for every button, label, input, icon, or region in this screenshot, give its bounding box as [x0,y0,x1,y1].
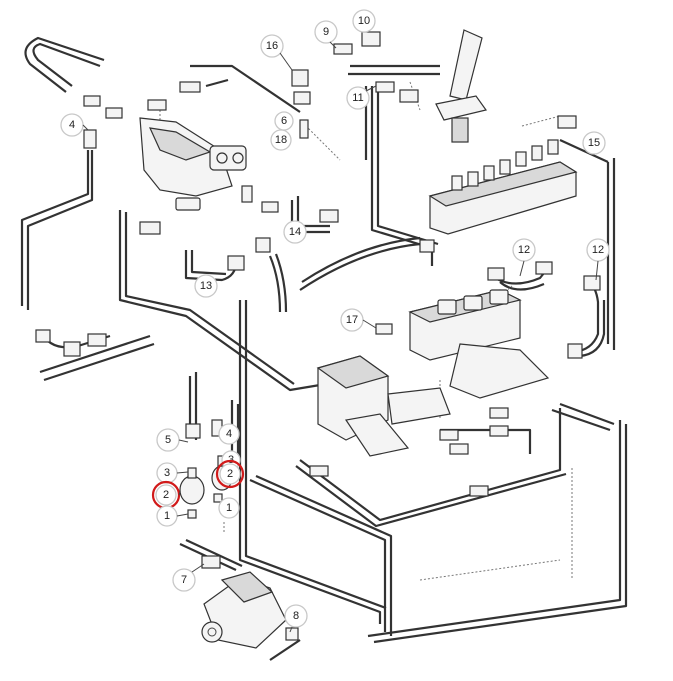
callout-7: 7 [172,563,205,592]
callout-12a: 12 [512,238,536,277]
svg-text:18: 18 [275,134,287,146]
callout-6: 6 [274,111,294,131]
callout-4b: 4 [218,423,240,445]
svg-text:1: 1 [226,502,232,514]
svg-text:16: 16 [266,40,278,52]
callout-17: 17 [340,308,377,332]
hydraulic-pump [201,571,287,649]
svg-text:9: 9 [323,26,329,38]
main-valve-manifold [316,355,451,457]
svg-text:2: 2 [227,468,233,480]
callout-5: 5 [156,428,189,452]
callout-13: 13 [194,274,218,298]
pedal-valve-assembly [139,117,247,211]
svg-text:7: 7 [181,574,187,586]
svg-text:5: 5 [165,434,171,446]
callout-11: 11 [346,85,377,110]
svg-text:6: 6 [281,115,287,127]
svg-text:14: 14 [289,226,301,238]
svg-text:15: 15 [588,137,600,149]
callout-10: 10 [352,9,376,33]
svg-text:1: 1 [164,510,170,522]
svg-text:4: 4 [226,428,232,440]
callout-16: 16 [260,34,293,71]
svg-text:12: 12 [592,244,604,256]
callout-9: 9 [314,20,338,49]
callout-12b: 12 [586,238,610,281]
callout-1b: 1 [218,497,240,519]
svg-text:17: 17 [346,314,358,326]
svg-text:3: 3 [164,467,170,479]
svg-text:8: 8 [293,610,299,622]
hose-lines [20,36,628,661]
callout-2a-highlighted[interactable]: 2 [151,480,181,510]
callout-14: 14 [283,220,307,244]
callout-4a: 4 [60,113,89,137]
fittings [35,31,601,641]
callout-8: 8 [284,604,308,633]
callout-18: 18 [270,129,292,151]
valve-bank [428,139,578,235]
svg-text:11: 11 [352,92,363,104]
lever-handle [435,29,488,143]
svg-text:2: 2 [163,489,169,501]
callout-1a: 1 [156,505,189,527]
svg-text:12: 12 [518,244,530,256]
svg-text:10: 10 [358,15,370,27]
control-valve-block [408,289,550,399]
callout-15: 15 [582,131,606,155]
svg-text:13: 13 [200,280,212,292]
callout-2b-highlighted[interactable]: 2 [215,459,245,489]
svg-text:4: 4 [69,119,75,131]
